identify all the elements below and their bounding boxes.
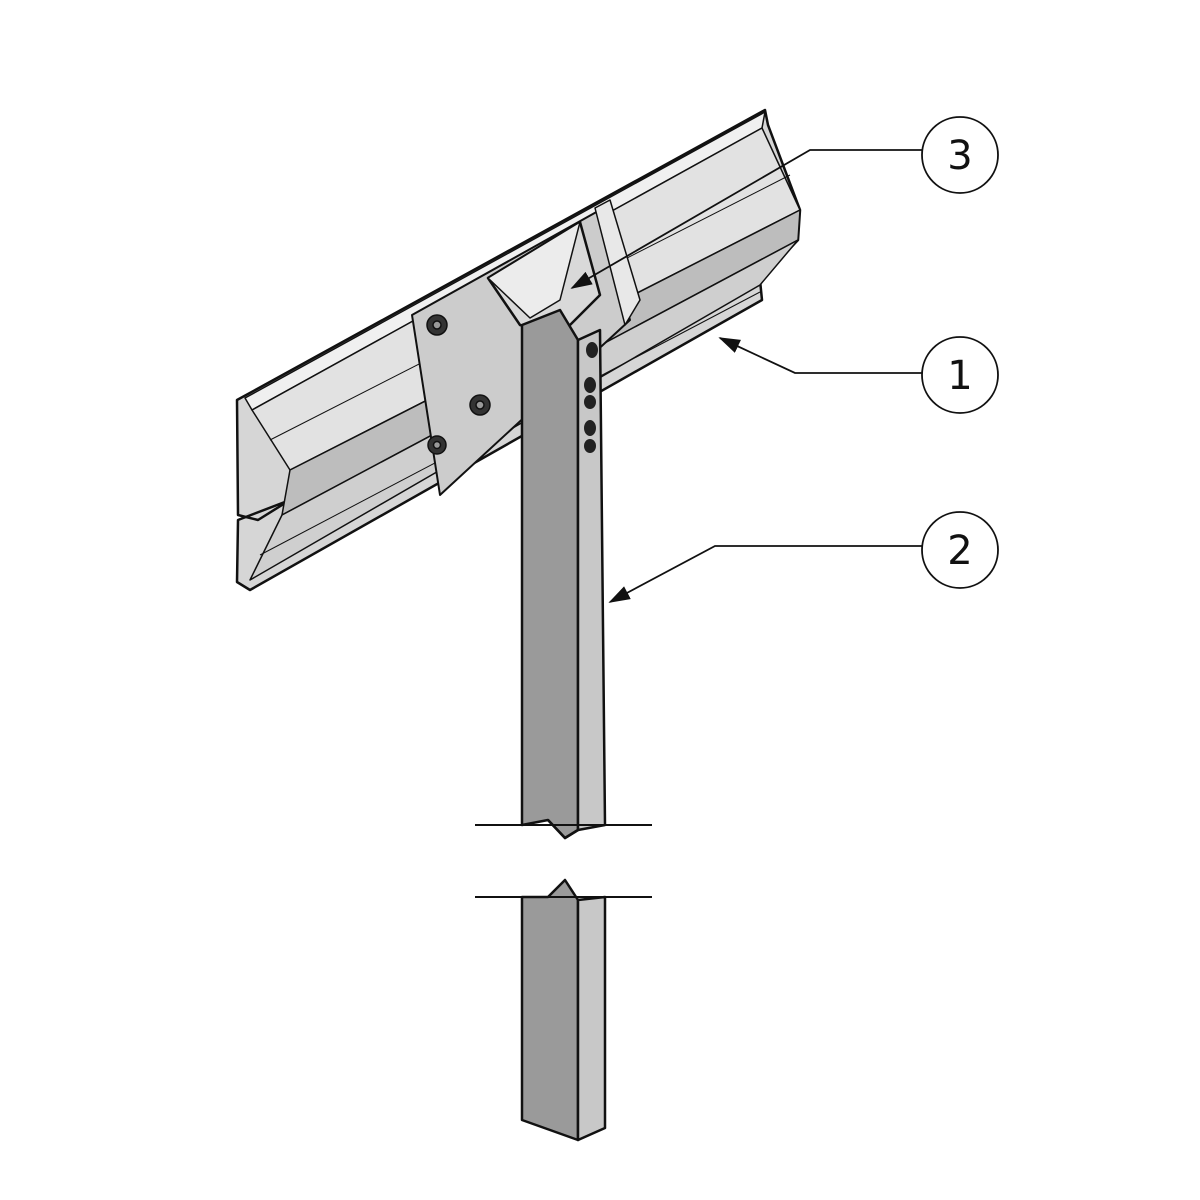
spacer-bracket	[486, 220, 602, 337]
callout-2: 2	[921, 511, 999, 589]
w-beam-rail	[235, 108, 802, 592]
leader-lines	[570, 149, 922, 603]
callout-2-label: 2	[947, 528, 972, 574]
callout-1: 1	[921, 336, 999, 414]
callout-3-label: 3	[947, 133, 972, 179]
post-holes	[584, 342, 598, 453]
leader-line-1	[718, 337, 922, 374]
leader-line-2	[608, 545, 922, 603]
post-lower	[520, 878, 607, 1142]
callout-1-label: 1	[947, 353, 972, 399]
leader-line-3	[570, 149, 922, 289]
post-upper	[520, 308, 607, 840]
callout-3: 3	[921, 116, 999, 194]
